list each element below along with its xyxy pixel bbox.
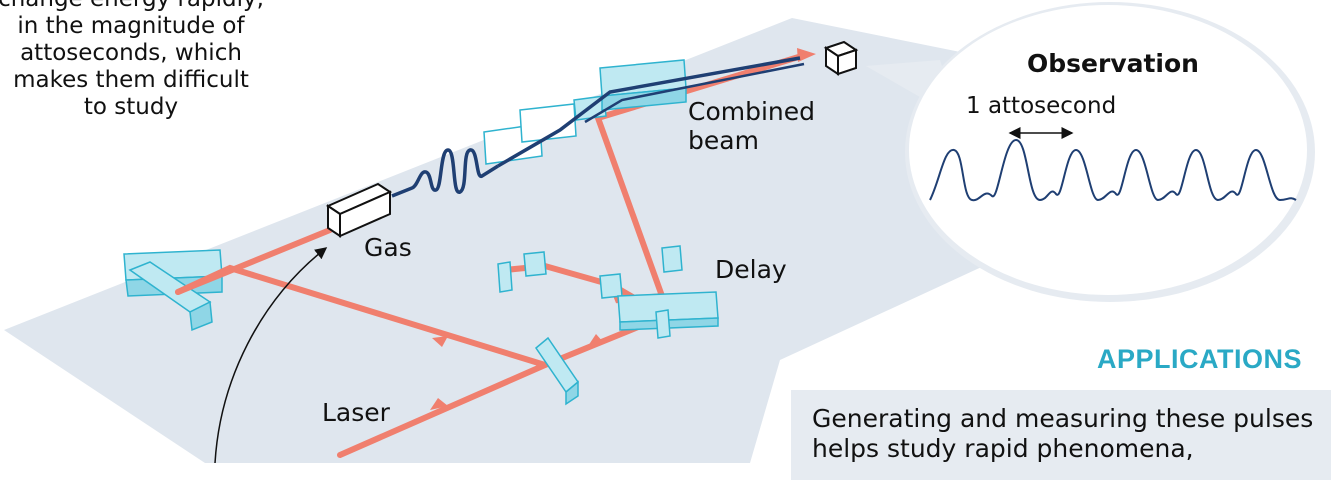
diagram-canvas <box>4 2 1315 464</box>
intro-text: change energy rapidly, in the magnitude … <box>0 0 274 121</box>
intro-line-1: change energy rapidly, <box>0 0 274 13</box>
delay-stage <box>497 245 719 339</box>
left-mirror-assembly <box>123 249 223 332</box>
applications-line-2: helps study rapid phenomena, <box>812 434 1194 463</box>
applications-text: Generating and measuring these pulses he… <box>812 404 1331 464</box>
label-laser: Laser <box>322 398 390 427</box>
combined-beam-line-1: Combined <box>688 97 816 126</box>
focusing-optics <box>483 59 687 165</box>
label-combined-beam: Combined beam <box>688 97 815 155</box>
combined-beam-line <box>584 62 805 124</box>
beam-splitter <box>534 336 580 406</box>
detector <box>823 40 859 76</box>
observation-scale-label: 1 attosecond <box>966 93 1117 119</box>
xuv-beam <box>497 56 801 168</box>
intro-line-4: makes them difficult <box>13 67 249 93</box>
intro-line-2: in the magnitude of <box>17 13 245 39</box>
applications-line-1: Generating and measuring these pulses <box>812 404 1314 433</box>
intro-line-3: attoseconds, which <box>20 40 242 66</box>
gas-cell <box>325 182 393 238</box>
intro-line-5: to study <box>83 94 179 120</box>
observation-title: Observation <box>1027 49 1199 78</box>
beam-direction-arrows <box>430 48 816 410</box>
observation-bubble <box>866 2 1315 302</box>
optical-table <box>4 18 1040 463</box>
combined-beam-line-2: beam <box>688 126 759 155</box>
label-delay: Delay <box>715 255 787 284</box>
laser-beam-path <box>175 52 808 458</box>
label-gas: Gas <box>364 233 412 262</box>
observation-waveform <box>929 138 1297 202</box>
pointer-line <box>214 247 328 464</box>
xuv-pulse <box>391 148 499 198</box>
applications-title: APPLICATIONS <box>1097 344 1303 374</box>
